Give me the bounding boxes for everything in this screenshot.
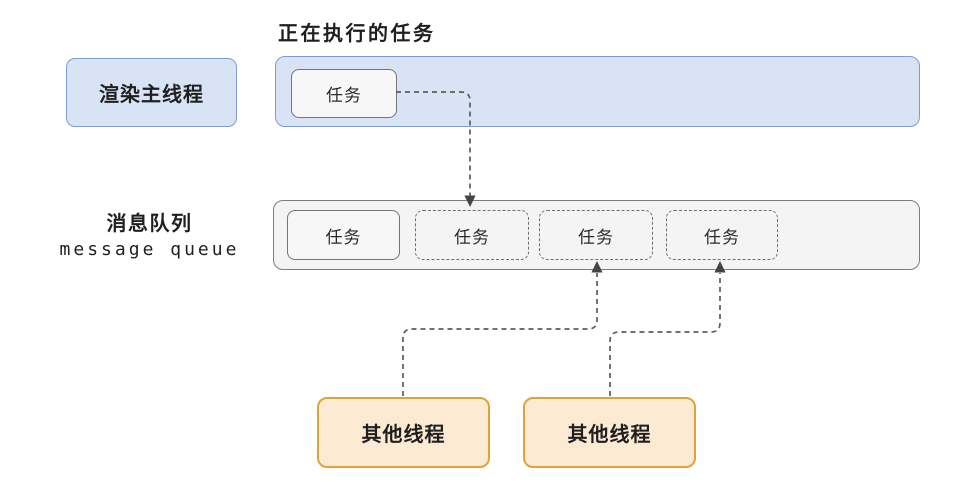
executing-task-label: 任务 — [326, 86, 362, 106]
executing-task-chip: 任务 — [291, 69, 397, 118]
render-main-thread-box: 渲染主线程 — [66, 58, 237, 127]
queue-task-slot: 任务 — [287, 210, 400, 260]
queue-task-label: 任务 — [454, 227, 490, 248]
queue-task-label: 任务 — [578, 227, 614, 248]
queue-task-slot: 任务 — [666, 210, 778, 260]
queue-task-slot: 任务 — [539, 210, 653, 260]
message-queue-label: 消息队列 message queue — [27, 211, 272, 262]
other-thread-label: 其他线程 — [567, 422, 652, 446]
executing-task-track: 任务 — [275, 56, 920, 127]
message-queue-label-zh: 消息队列 — [106, 211, 193, 235]
queue-task-label: 任务 — [325, 227, 362, 248]
arrow-thread2-to-queue — [609, 273, 721, 396]
message-queue-bar: 任务 任务 任务 任务 — [273, 200, 920, 270]
other-thread-box: 其他线程 — [317, 397, 490, 468]
queue-task-label: 任务 — [704, 227, 740, 248]
render-main-thread-label: 渲染主线程 — [99, 82, 204, 106]
arrow-thread1-to-queue — [402, 273, 598, 396]
queue-task-slot: 任务 — [415, 210, 529, 260]
diagram-title: 正在执行的任务 — [278, 21, 436, 45]
other-thread-box: 其他线程 — [523, 397, 696, 468]
other-thread-label: 其他线程 — [361, 422, 446, 446]
message-queue-label-en: message queue — [59, 239, 240, 260]
